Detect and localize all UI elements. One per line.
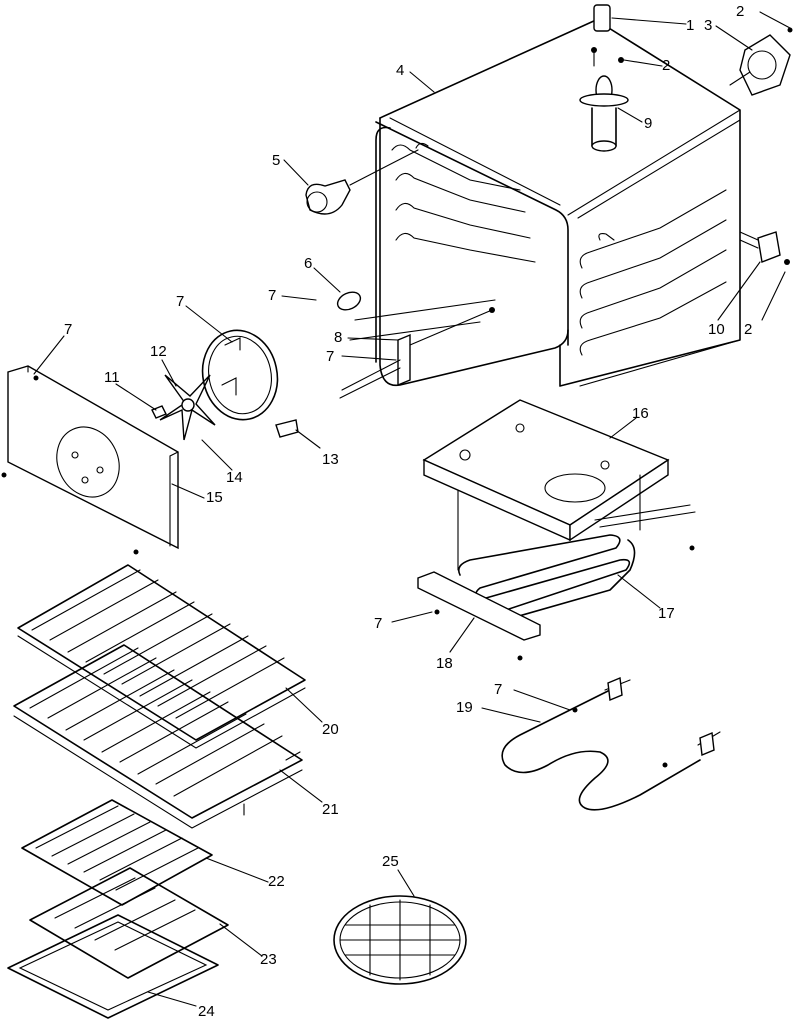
callout-25: 25 (382, 853, 399, 870)
oven-rack-20 (17, 564, 306, 749)
callout-7a: 7 (268, 287, 276, 304)
sensor-bracket (339, 307, 495, 399)
callout-18: 18 (436, 655, 453, 672)
callout-19: 19 (456, 699, 473, 716)
callout-2b: 2 (662, 57, 670, 74)
callout-7f: 7 (494, 681, 502, 698)
callout-4: 4 (396, 62, 404, 79)
callout-13: 13 (322, 451, 339, 468)
callout-labels: 1 2 2 2 3 4 5 6 7 7 7 7 7 7 8 9 10 11 12… (64, 3, 752, 1020)
callout-11: 11 (104, 369, 120, 386)
callout-24: 24 (198, 1003, 215, 1020)
callout-16: 16 (632, 405, 649, 422)
convection-motor (729, 27, 793, 96)
callout-1: 1 (686, 17, 694, 34)
broil-pan-grid-22 (21, 799, 213, 906)
broil-pan-insert-23 (29, 867, 229, 979)
callout-12: 12 (150, 343, 167, 360)
callout-7c: 7 (64, 321, 72, 338)
callout-22: 22 (268, 873, 285, 890)
oven-rack-21 (13, 644, 303, 829)
callout-15: 15 (206, 489, 223, 506)
broil-element-19 (501, 676, 721, 811)
callout-7b: 7 (176, 293, 184, 310)
element-cover-16 (422, 399, 670, 571)
callout-2c: 2 (744, 321, 752, 338)
bake-element-17 (457, 504, 696, 621)
callout-14: 14 (226, 469, 243, 486)
light-lens (336, 291, 362, 311)
callout-7e: 7 (374, 615, 382, 632)
callout-7d: 7 (326, 348, 334, 365)
callout-17: 17 (658, 605, 675, 622)
vent-assembly (579, 4, 629, 152)
oven-cavity (349, 19, 741, 387)
callout-10: 10 (708, 321, 725, 338)
callout-21: 21 (322, 801, 339, 818)
pizza-rack-25 (333, 895, 467, 985)
fan-nut (151, 405, 167, 419)
callout-5: 5 (272, 152, 280, 169)
right-bracket (739, 231, 790, 265)
callout-9: 9 (644, 115, 652, 132)
leader-lines (33, 11, 791, 1007)
support-rail-18 (417, 545, 695, 661)
callout-6: 6 (304, 255, 312, 272)
fan-blade (159, 374, 216, 441)
callout-8: 8 (334, 329, 342, 346)
callout-3: 3 (704, 17, 712, 34)
broil-pan-24 (7, 914, 219, 1019)
oven-light (305, 149, 419, 215)
fan-baffle-panel (1, 365, 179, 555)
callout-20: 20 (322, 721, 339, 738)
callout-2a: 2 (736, 3, 744, 20)
callout-23: 23 (260, 951, 277, 968)
